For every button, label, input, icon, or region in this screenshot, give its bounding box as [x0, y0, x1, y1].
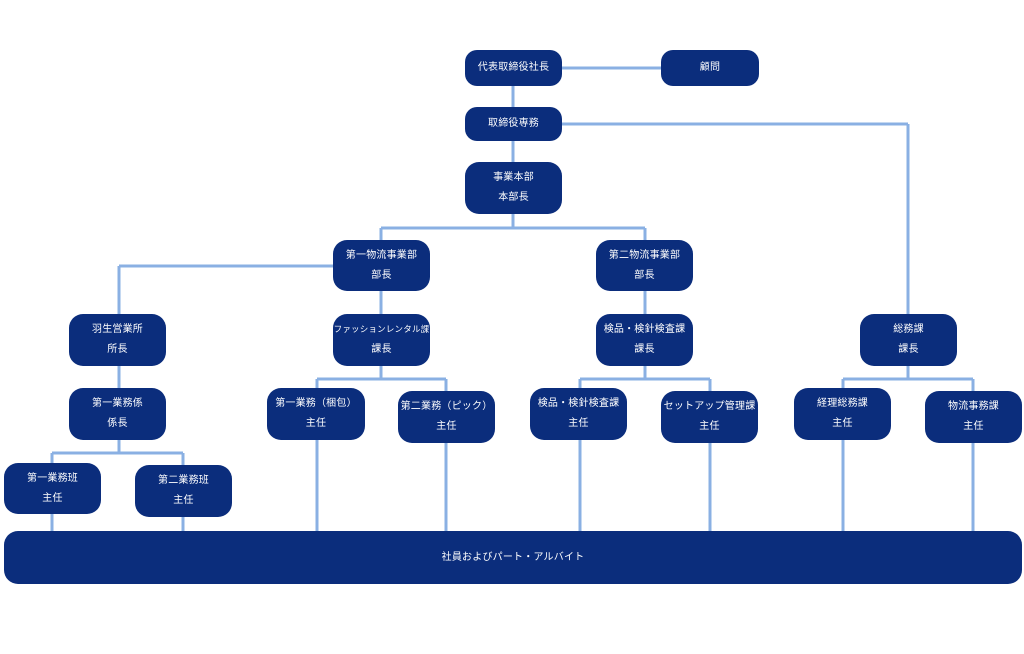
node-setup-mgmt: セットアップ管理課 主任 [661, 391, 758, 443]
node-staff: 社員およびパート・アルバイト [4, 531, 1022, 584]
node-general-affairs: 総務課 課長 [860, 314, 957, 366]
node-ceo-title: 代表取締役社長 [477, 62, 550, 73]
node-logistics1-title: 第一物流事業部 [345, 249, 418, 261]
node-general-affairs-title: 総務課 [893, 324, 924, 335]
node-logistics-office-role: 主任 [963, 421, 984, 432]
node-logistics2: 第二物流事業部 部長 [596, 240, 693, 291]
node-fashion-rental: ファッションレンタル課 課長 [333, 314, 430, 366]
node-inspection-section: 検品・検針検査課 課長 [596, 314, 693, 366]
node-ops1-team-role: 主任 [42, 492, 63, 504]
node-setup-mgmt-title: セットアップ管理課 [663, 401, 756, 412]
node-ops1-packing-title: 第一業務（梱包） [275, 398, 357, 409]
node-ops2-team: 第二業務班 主任 [135, 465, 232, 517]
node-ops1-packing: 第一業務（梱包） 主任 [267, 388, 365, 440]
node-ops1-team-title: 第一業務班 [27, 472, 78, 484]
node-staff-title: 社員およびパート・アルバイト [441, 551, 585, 563]
node-logistics2-title: 第二物流事業部 [608, 249, 681, 261]
node-business-hq-title: 事業本部 [493, 172, 534, 183]
node-logistics-office: 物流事務課 主任 [925, 391, 1022, 443]
node-inspection-team: 検品・検針検査課 主任 [530, 388, 627, 440]
node-inspection-section-title: 検品・検針検査課 [603, 324, 686, 335]
node-advisor-title: 顧問 [699, 62, 721, 73]
node-ops2-team-title: 第二業務班 [158, 475, 209, 486]
node-ops1-group: 第一業務係 係長 [69, 388, 166, 440]
node-ops1-packing-role: 主任 [305, 418, 327, 429]
node-senior-md: 取締役専務 [465, 107, 562, 141]
node-senior-md-title: 取締役専務 [488, 118, 539, 129]
node-inspection-section-role: 課長 [634, 344, 655, 355]
node-ops2-picking: 第二業務（ピック） 主任 [398, 391, 495, 443]
node-inspection-team-title: 検品・検針検査課 [537, 398, 620, 409]
node-ops1-team: 第一業務班 主任 [4, 463, 101, 514]
node-inspection-team-role: 主任 [568, 418, 589, 429]
node-general-affairs-role: 課長 [898, 344, 919, 355]
node-logistics1-role: 部長 [371, 269, 392, 281]
node-accounting: 経理総務課 主任 [794, 388, 891, 440]
node-accounting-title: 経理総務課 [817, 398, 868, 409]
node-ops2-team-role: 主任 [173, 495, 194, 506]
node-business-hq-role: 本部長 [498, 192, 529, 203]
node-ops1-group-title: 第一業務係 [92, 398, 143, 409]
node-logistics1: 第一物流事業部 部長 [333, 240, 430, 291]
node-haneda-role: 所長 [107, 344, 128, 355]
node-fashion-rental-role: 課長 [371, 344, 392, 355]
node-logistics-office-title: 物流事務課 [948, 401, 999, 412]
node-logistics2-role: 部長 [634, 269, 655, 281]
node-ops2-picking-title: 第二業務（ピック） [400, 401, 493, 412]
node-fashion-rental-title: ファッションレンタル課 [333, 325, 430, 335]
node-ops2-picking-role: 主任 [436, 421, 457, 432]
node-haneda: 羽生営業所 所長 [69, 314, 166, 366]
node-advisor: 顧問 [661, 50, 759, 86]
node-accounting-role: 主任 [832, 418, 853, 429]
node-ops1-group-role: 係長 [107, 418, 128, 429]
node-haneda-title: 羽生営業所 [92, 324, 143, 335]
node-ceo: 代表取締役社長 [465, 50, 562, 86]
node-setup-mgmt-role: 主任 [699, 421, 720, 432]
node-business-hq: 事業本部 本部長 [465, 162, 562, 214]
